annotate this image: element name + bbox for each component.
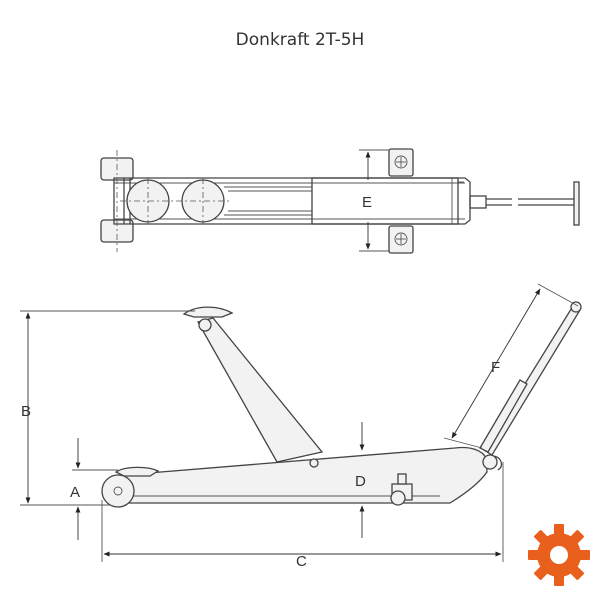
lifting-saddle — [182, 306, 234, 318]
rear-caster-wheel — [390, 490, 406, 506]
top-handle-socket — [469, 195, 487, 209]
gear-icon — [528, 524, 590, 586]
handle-joint — [482, 454, 498, 470]
side-view: B A D C F — [20, 283, 582, 570]
dimension-label-b: B — [21, 403, 31, 420]
dimension-label-d: D — [355, 473, 366, 490]
diagram-title: Donkraft 2T-5H — [235, 30, 365, 50]
front-wheel — [101, 474, 135, 508]
top-pump-housing — [311, 177, 459, 225]
chassis-pivot-bolt — [309, 458, 319, 468]
dimension-label-a: A — [70, 484, 80, 501]
dimension-label-c: C — [296, 553, 307, 570]
dimension-label-f: F — [491, 359, 500, 376]
lifting-arm — [197, 317, 324, 463]
top-view: E — [100, 148, 580, 254]
top-frame — [113, 177, 471, 225]
top-handle-grip — [573, 181, 580, 226]
saddle-pivot — [198, 318, 212, 332]
front-saddle — [114, 466, 160, 477]
dimension-label-e: E — [362, 194, 372, 211]
handle-lower-sleeve — [479, 379, 528, 453]
